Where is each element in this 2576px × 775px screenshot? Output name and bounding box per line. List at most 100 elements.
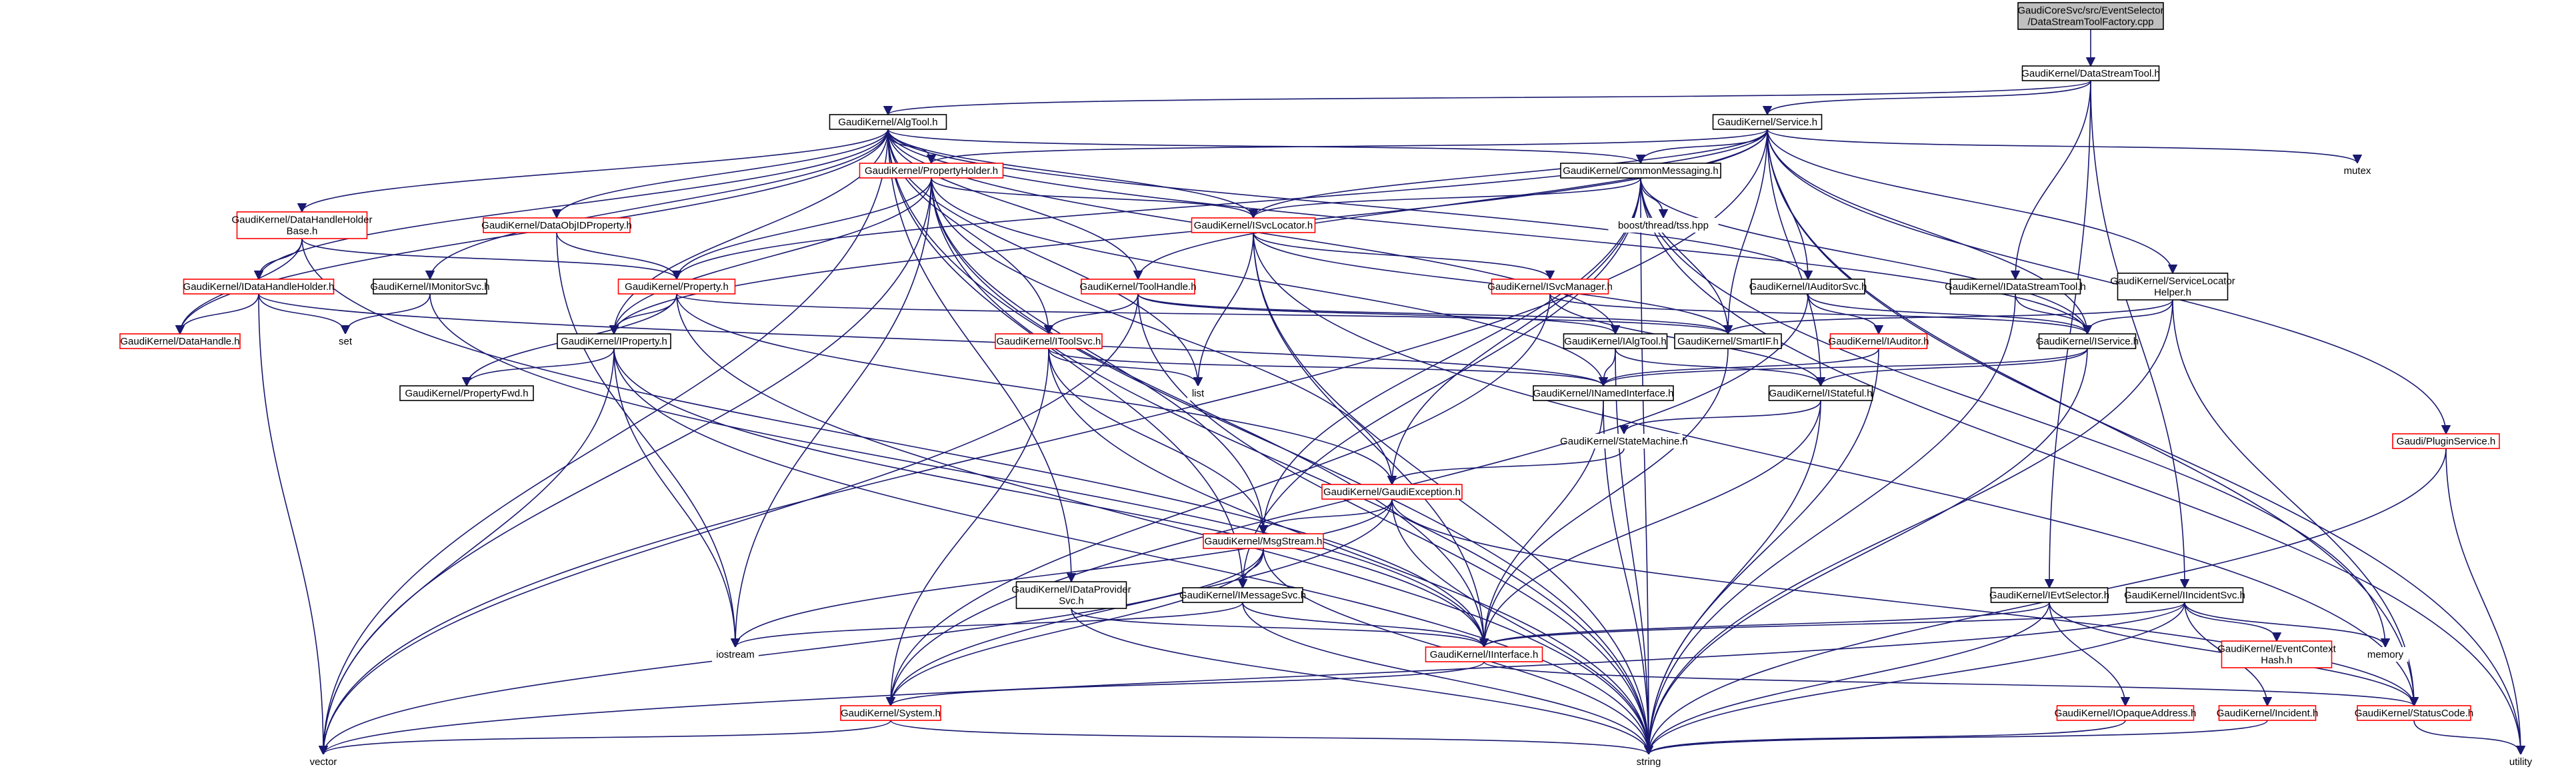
edge-isvcmgr-to-system: [885, 293, 1551, 707]
node-root[interactable]: GaudiCoreSvc/src/EventSelector/DataStrea…: [2017, 2, 2164, 30]
edge-isvcloc-to-isvcmgr: [1253, 232, 1555, 281]
node-datahandle[interactable]: GaudiKernel/DataHandle.h: [119, 333, 241, 349]
node-isvcloc-box: [1191, 217, 1316, 233]
node-dataobjid[interactable]: GaudiKernel/DataObjIDProperty.h: [481, 217, 632, 233]
edge-iinterface-to-statuscode: [1483, 661, 2419, 707]
node-tss: boost/thread/tss.hpp: [1608, 218, 1719, 233]
node-ievtsel[interactable]: GaudiKernel/IEvtSelector.h: [1989, 587, 2109, 603]
edge-imonitor-to-set: [340, 293, 431, 335]
node-iinterface-box: [1425, 646, 1543, 662]
edge-system-to-string: [890, 720, 1653, 756]
node-idataprov-box: [1015, 581, 1127, 609]
edge-itoolsvc-to-msgstream: [1048, 348, 1269, 535]
edge-property-to-string: [676, 293, 1654, 756]
node-iproperty[interactable]: GaudiKernel/IProperty.h: [557, 333, 671, 349]
node-statuscode-label-0: GaudiKernel/StatusCode.h: [2355, 708, 2473, 719]
node-iinterface[interactable]: GaudiKernel/IInterface.h: [1425, 646, 1543, 662]
node-itoolsvc[interactable]: GaudiKernel/IToolSvc.h: [995, 333, 1103, 349]
edge-dhhbase-to-iinterface: [301, 238, 1489, 648]
edge-algtool-to-iservice: [887, 129, 2093, 335]
edge-algtool-to-idhholder: [253, 129, 889, 281]
node-commonmsg-label-0: GaudiKernel/CommonMessaging.h: [1563, 165, 1718, 177]
node-idst[interactable]: GaudiKernel/IDataStreamTool.h: [1945, 279, 2086, 295]
node-msgstream-label-0: GaudiKernel/MsgStream.h: [1205, 536, 1323, 547]
node-idhholder-box: [183, 279, 335, 295]
node-iservice[interactable]: GaudiKernel/IService.h: [2036, 333, 2139, 349]
node-isvcloc[interactable]: GaudiKernel/ISvcLocator.h: [1191, 217, 1316, 233]
node-iopaque[interactable]: GaudiKernel/IOpaqueAddress.h: [2055, 705, 2197, 721]
node-imessagesvc[interactable]: GaudiKernel/IMessageSvc.h: [1179, 587, 1306, 603]
node-idataprov-label-0: GaudiKernel/IDataProvider: [1011, 584, 1131, 596]
node-incident-label-0: GaudiKernel/Incident.h: [2217, 708, 2319, 719]
edge-gaudiexc-to-iostream: [730, 498, 1393, 648]
node-incident-box: [2218, 705, 2317, 721]
edge-propholder-to-msgstream: [931, 177, 1269, 535]
edge-idst-to-string: [1643, 293, 2016, 756]
edge-propholder-to-iproperty: [609, 177, 932, 335]
node-dataobjid-label-0: GaudiKernel/DataObjIDProperty.h: [481, 220, 632, 231]
node-iauditor[interactable]: GaudiKernel/IAuditor.h: [1829, 333, 1929, 349]
node-commonmsg[interactable]: GaudiKernel/CommonMessaging.h: [1560, 163, 1721, 179]
edge-iauditorsvc-to-iservice: [1807, 293, 2093, 335]
node-isvcmgr[interactable]: GaudiKernel/ISvcManager.h: [1487, 279, 1613, 295]
node-root-label-1: /DataStreamToolFactory.cpp: [2028, 17, 2154, 28]
node-gaudiexc[interactable]: GaudiKernel/GaudiException.h: [1321, 484, 1463, 500]
node-iincidentsvc[interactable]: GaudiKernel/IIncidentSvc.h: [2124, 587, 2245, 603]
edge-pluginsvc-to-utility: [2445, 448, 2526, 756]
edge-isvcloc-to-list: [1193, 232, 1254, 387]
node-inamed[interactable]: GaudiKernel/INamedInterface.h: [1533, 385, 1674, 401]
node-idst-label-0: GaudiKernel/IDataStreamTool.h: [1945, 281, 2086, 293]
node-statemachine-box: [1565, 434, 1683, 448]
edge-iproperty-to-string: [613, 348, 1654, 756]
node-service-box: [1712, 114, 1823, 130]
edge-commonmsg-to-imessagesvc: [1237, 177, 1641, 589]
edge-statuscode-to-utility: [2413, 720, 2526, 756]
node-dataobjid-box: [483, 217, 631, 233]
node-service[interactable]: GaudiKernel/Service.h: [1712, 114, 1823, 130]
edge-isvcloc-to-iinterface: [1253, 232, 1489, 648]
edge-service-to-svclochelper: [1767, 129, 2178, 275]
edge-dst-to-service: [1762, 80, 2091, 116]
node-evtctx-label-1: Hash.h: [2261, 655, 2293, 666]
edge-commonmsg-to-iservice: [1640, 177, 2093, 335]
edge-algtool-to-iproperty: [609, 129, 889, 335]
edge-imessagesvc-to-iinterface: [1242, 602, 1489, 648]
edge-inamed-to-string: [1603, 400, 1654, 756]
edge-gaudiexc-to-system: [885, 498, 1393, 707]
node-system[interactable]: GaudiKernel/System.h: [840, 705, 941, 721]
node-istateful[interactable]: GaudiKernel/IStateful.h: [1768, 385, 1873, 401]
node-pluginsvc[interactable]: Gaudi/PluginService.h: [2392, 433, 2500, 449]
node-msgstream[interactable]: GaudiKernel/MsgStream.h: [1203, 533, 1324, 549]
node-dst[interactable]: GaudiKernel/DataStreamTool.h: [2021, 65, 2160, 81]
node-svclochelper-label-0: GaudiKernel/ServiceLocator: [2110, 276, 2235, 287]
node-ialgtool[interactable]: GaudiKernel/IAlgTool.h: [1563, 333, 1668, 349]
node-utility: utility: [2502, 754, 2539, 769]
edge-algtool-to-itoolsvc: [887, 129, 1054, 335]
node-propfwd[interactable]: GaudiKernel/PropertyFwd.h: [399, 385, 534, 401]
node-ialgtool-box: [1563, 333, 1668, 349]
node-list-label-0: list: [1192, 388, 1205, 399]
node-incident[interactable]: GaudiKernel/Incident.h: [2217, 705, 2319, 721]
node-propholder[interactable]: GaudiKernel/PropertyHolder.h: [859, 163, 1004, 179]
node-dst-box: [2021, 65, 2160, 81]
node-imonitor[interactable]: GaudiKernel/IMonitorSvc.h: [370, 279, 490, 295]
node-property-label-0: GaudiKernel/Property.h: [625, 281, 729, 293]
node-statuscode[interactable]: GaudiKernel/StatusCode.h: [2355, 705, 2473, 721]
node-isvcloc-label-0: GaudiKernel/ISvcLocator.h: [1194, 220, 1313, 231]
node-toolhandle-box: [1081, 279, 1195, 295]
edge-service-to-istateful: [1767, 129, 1826, 387]
edge-propholder-to-vector: [318, 177, 932, 756]
edge-dataobjid-to-iostream: [556, 232, 741, 648]
edge-toolhandle-to-vector: [318, 293, 1139, 756]
node-iauditorsvc[interactable]: GaudiKernel/IAuditorSvc.h: [1749, 279, 1867, 295]
node-property[interactable]: GaudiKernel/Property.h: [617, 279, 736, 295]
edge-property-to-smartif: [676, 293, 1733, 335]
node-toolhandle[interactable]: GaudiKernel/ToolHandle.h: [1079, 279, 1197, 295]
node-idhholder[interactable]: GaudiKernel/IDataHandleHolder.h: [183, 279, 335, 295]
node-algtool[interactable]: GaudiKernel/AlgTool.h: [829, 114, 947, 130]
node-smartif[interactable]: GaudiKernel/SmartIF.h: [1674, 333, 1782, 349]
